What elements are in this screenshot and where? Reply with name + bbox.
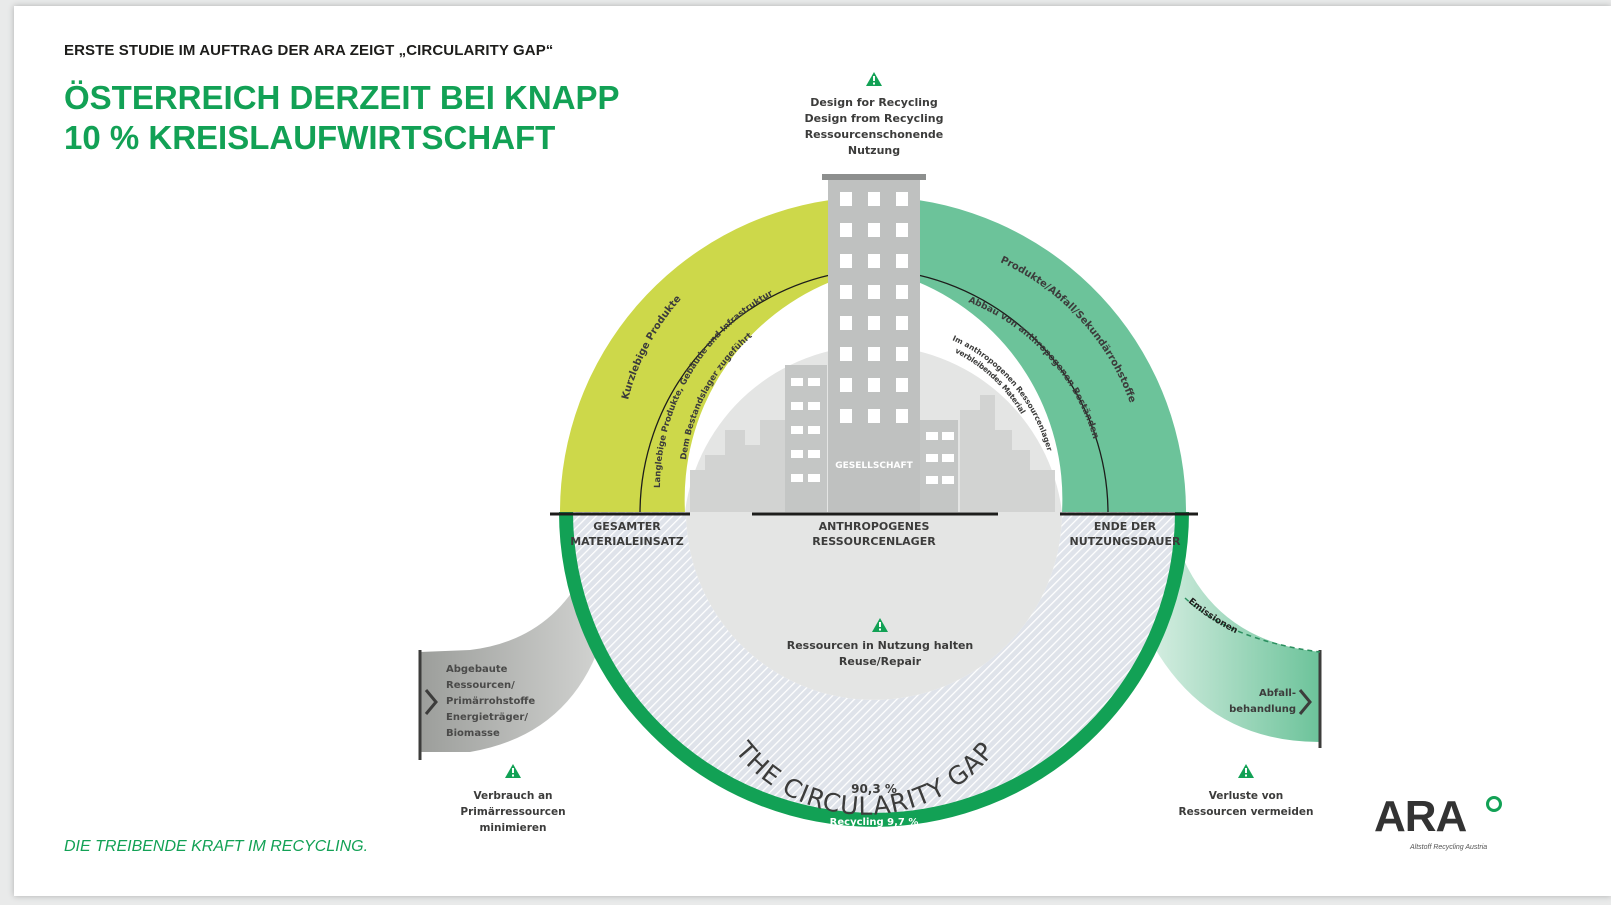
top-note-line-3: Ressourcenschonende <box>805 128 944 141</box>
input-chevron-icon <box>424 689 438 715</box>
note-left-line-1: Verbrauch an <box>473 790 552 802</box>
side-window <box>808 402 820 410</box>
logo-subtitle: Altstoff Recycling Austria <box>1410 844 1488 851</box>
waste-output-flow <box>1145 520 1320 742</box>
note-right-line-1: Verluste von <box>1209 790 1284 802</box>
side-window <box>791 450 803 458</box>
ara-logo: ARA Altstoff Recycling Austria <box>1374 792 1514 862</box>
side-window <box>791 426 803 434</box>
tower-window <box>840 254 852 268</box>
side-window <box>942 432 954 440</box>
tower-window <box>896 223 908 237</box>
building-label: GESELLSCHAFT <box>835 461 913 471</box>
inner-grey-disc <box>686 512 1062 700</box>
tower-window <box>868 316 880 330</box>
tower-window <box>896 378 908 392</box>
title-line-2: 10 % KREISLAUFWIRTSCHAFT <box>64 119 556 156</box>
note-left-line-2: Primärressourcen <box>460 806 565 818</box>
circularity-gap-value: 90,3 % <box>851 782 897 796</box>
side-window <box>926 432 938 440</box>
warning-icon-left <box>505 764 521 778</box>
top-note-line-4: Nutzung <box>848 144 900 157</box>
input-line-2: Ressourcen/ <box>446 680 515 691</box>
tower-window <box>868 223 880 237</box>
tower-window <box>868 347 880 361</box>
center-note-line-2: Reuse/Repair <box>839 655 922 668</box>
platform-center-label-1: ANTHROPOGENES <box>819 520 930 533</box>
tower-window <box>840 223 852 237</box>
output-line-1: Abfall- <box>1259 688 1296 699</box>
tower-window <box>840 192 852 206</box>
output-line-2: behandlung <box>1229 704 1296 715</box>
tower-window <box>840 347 852 361</box>
warning-icon-right <box>1238 764 1254 778</box>
gap-band <box>562 512 1186 824</box>
side-window <box>808 474 820 482</box>
platform-left-label-2: MATERIALEINSATZ <box>570 535 684 548</box>
side-window <box>791 474 803 482</box>
tower-window <box>868 192 880 206</box>
tower-window <box>896 285 908 299</box>
recycling-ring <box>559 511 1189 827</box>
tower-window <box>896 347 908 361</box>
tower-window <box>896 409 908 423</box>
side-window <box>808 450 820 458</box>
tower-window <box>896 254 908 268</box>
top-note-line-1: Design for Recycling <box>810 96 937 109</box>
side-window <box>926 454 938 462</box>
primary-input-flow <box>420 560 615 752</box>
side-window <box>808 426 820 434</box>
input-line-1: Abgebaute <box>446 664 508 675</box>
page-title: ÖSTERREICH DERZEIT BEI KNAPP 10 % KREISL… <box>64 78 620 158</box>
lime-arc <box>559 200 830 512</box>
platform-left-label-1: GESAMTER <box>593 520 661 533</box>
right-arc-divider <box>917 274 1109 513</box>
top-note-line-2: Design from Recycling <box>805 112 944 125</box>
secondary-building <box>785 365 827 512</box>
platform-center-label-2: RESSOURCENLAGER <box>812 535 936 548</box>
logo-leaf-icon <box>1486 796 1502 812</box>
tower-window <box>840 378 852 392</box>
recycling-value: Recycling 9,7 % <box>830 817 919 828</box>
warning-icon-top <box>866 72 882 86</box>
mint-arc <box>918 200 1187 512</box>
tower-window <box>868 285 880 299</box>
tower-window <box>840 409 852 423</box>
side-window <box>942 476 954 484</box>
side-window <box>926 476 938 484</box>
kicker-headline: ERSTE STUDIE IM AUFTRAG DER ARA ZEIGT „C… <box>64 42 554 59</box>
input-line-4: Energieträger/ <box>446 712 528 723</box>
side-window <box>942 454 954 462</box>
logo-wordmark: ARA <box>1374 792 1467 841</box>
tower-windows <box>840 192 908 423</box>
side-windows <box>791 378 954 484</box>
side-window <box>808 378 820 386</box>
left-arc-divider <box>639 274 831 513</box>
side-window <box>791 402 803 410</box>
platform-right-label-1: ENDE DER <box>1094 520 1157 533</box>
footer-tagline: DIE TREIBENDE KRAFT IM RECYCLING. <box>64 838 369 855</box>
title-line-1: ÖSTERREICH DERZEIT BEI KNAPP <box>64 79 620 116</box>
input-line-5: Biomasse <box>446 728 500 739</box>
input-line-3: Primärrohstoffe <box>446 696 535 707</box>
city-silhouette <box>690 395 1055 512</box>
tower-window <box>896 192 908 206</box>
tower-window <box>840 285 852 299</box>
output-chevron-icon <box>1298 689 1312 715</box>
warning-icon-center <box>872 618 888 632</box>
tower-window <box>896 316 908 330</box>
tower-window <box>868 378 880 392</box>
side-window <box>791 378 803 386</box>
tower-window <box>868 254 880 268</box>
center-note-line-1: Ressourcen in Nutzung halten <box>787 639 974 652</box>
tower-window <box>868 409 880 423</box>
tower-roof <box>822 174 926 180</box>
note-right-line-2: Ressourcen vermeiden <box>1179 806 1314 818</box>
platform-right-label-2: NUTZUNGSDAUER <box>1070 535 1181 548</box>
note-left-line-3: minimieren <box>479 822 546 834</box>
tower-window <box>840 316 852 330</box>
emissions-dashed-line <box>1184 597 1321 653</box>
